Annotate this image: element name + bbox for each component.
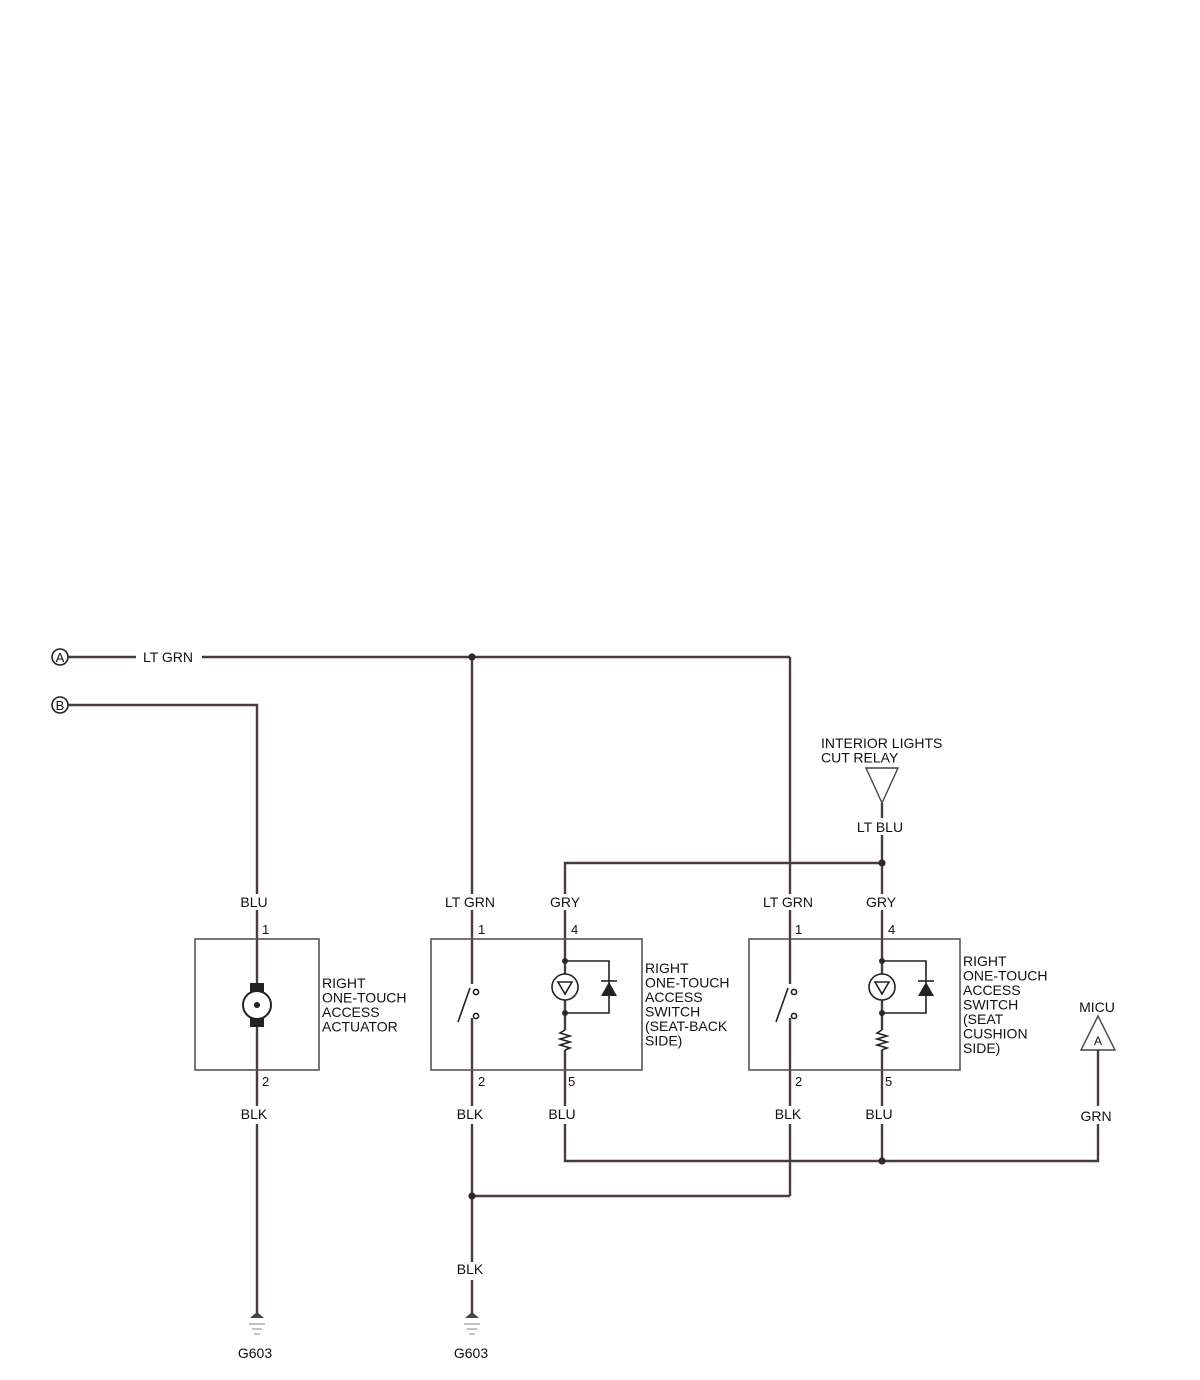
pin-number: 2 [478,1074,485,1089]
pin-number: 5 [568,1074,575,1089]
motor-icon [242,983,272,1027]
switch-seat-back-box [430,938,643,1071]
switch-contact-icon [775,987,798,1023]
actuator-box [194,938,320,1071]
connector-b-label: B [56,698,65,713]
wire-label: GRY [866,894,897,910]
resistor-icon [874,1029,890,1051]
connector-a-label: A [56,650,65,665]
junction-dot [468,1192,476,1200]
wire-b [68,703,259,894]
wire-label: LT GRN [763,894,813,910]
pin-number: 1 [478,922,485,937]
lamp-icon [868,973,896,1001]
relay-triangle-icon [864,767,900,805]
pin-number: 1 [262,922,269,937]
diode-icon [565,960,617,1014]
connector-a: A [51,648,69,666]
wire-labels: LT GRN BLU BLK LT GRN GRY BLK BLU BLK LT… [143,649,1112,1277]
switch-seat-cushion-box [748,938,961,1071]
junction-dot [468,653,476,661]
wire-label: BLK [457,1261,484,1277]
ground-icon [464,1312,480,1335]
pin-number: 2 [262,1074,269,1089]
pin-number: 1 [795,922,802,937]
lamp-icon [551,973,579,1001]
wire-label: LT BLU [857,819,903,835]
wire-gry-bus [563,861,882,894]
diode-icon [882,960,934,1014]
wire-label: BLK [457,1106,484,1122]
ground-icon [249,1312,265,1335]
wire-label: GRN [1080,1108,1111,1124]
pin-number: 5 [885,1074,892,1089]
pin-number: 2 [795,1074,802,1089]
connector-b: B [51,696,69,714]
pin-number: 4 [888,922,895,937]
wires [68,655,1100,1314]
wire-label: GRY [550,894,581,910]
wire-label: BLU [865,1106,892,1122]
wire-label: BLU [548,1106,575,1122]
junction-dot [878,1157,886,1165]
ground-label: G603 [238,1345,272,1361]
junction-dot [878,859,886,867]
wire-blu-bus [563,1124,1100,1163]
actuator-label: RIGHT ONE-TOUCH ACCESS ACTUATOR [322,975,410,1035]
switch-contact-icon [457,987,480,1023]
micu-triangle-icon: A [1079,1014,1117,1051]
wire-label: BLU [240,894,267,910]
wire-label: BLK [241,1106,268,1122]
micu-terminal-label: A [1094,1034,1102,1048]
switch-seat-back-label: RIGHT ONE-TOUCH ACCESS SWITCH (SEAT-BACK… [645,960,733,1049]
pin-number: 4 [571,922,578,937]
micu-label: MICU [1079,999,1115,1015]
wire-label: LT GRN [445,894,495,910]
relay-label: INTERIOR LIGHTS CUT RELAY [821,735,946,766]
wire-label: BLK [775,1106,802,1122]
switch-seat-cushion-label: RIGHT ONE-TOUCH ACCESS SWITCH (SEAT CUSH… [963,953,1051,1056]
wire-label: LT GRN [143,649,193,665]
pin-numbers: 1 2 1 4 2 5 1 4 2 5 [262,922,895,1089]
ground-label: G603 [454,1345,488,1361]
resistor-icon [557,1029,573,1051]
